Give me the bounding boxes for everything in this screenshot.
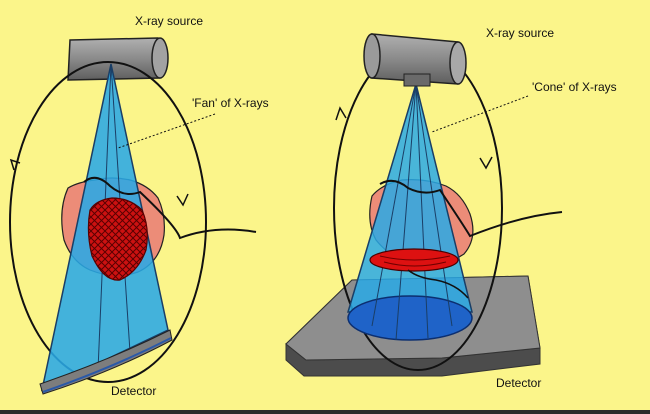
- fan-cable: [83, 176, 257, 240]
- fan-rotation-arrow-left: [9, 158, 21, 171]
- fan-gantry-orbit: [9, 61, 207, 383]
- fan-beam-label: 'Fan' of X-rays: [192, 96, 269, 110]
- fan-beam-diagram: [9, 37, 257, 395]
- fan-detector: [39, 329, 173, 395]
- cone-beam-diagram: [285, 33, 563, 377]
- cone-label-leader: [431, 95, 529, 133]
- fan-label-leader: [117, 113, 216, 149]
- cone-source-label: X-ray source: [486, 26, 555, 40]
- cone-rotation-arrow-right: [479, 156, 493, 170]
- bottom-border: [0, 410, 650, 414]
- cone-detector-footprint: [347, 295, 473, 341]
- cone-beam-label: 'Cone' of X-rays: [532, 80, 617, 94]
- cone-rotation-arrow-left: [335, 106, 347, 121]
- cone-detector-label: Detector: [496, 376, 542, 390]
- cone-cable: [379, 179, 563, 238]
- fan-lesion-slice: [87, 197, 148, 281]
- fan-rotation-arrow-right: [176, 193, 189, 207]
- cone-xray-source: [363, 33, 467, 87]
- fan-xray-source: [67, 37, 169, 81]
- fan-detector-label: Detector: [111, 384, 157, 398]
- fan-source-label: X-ray source: [135, 14, 204, 28]
